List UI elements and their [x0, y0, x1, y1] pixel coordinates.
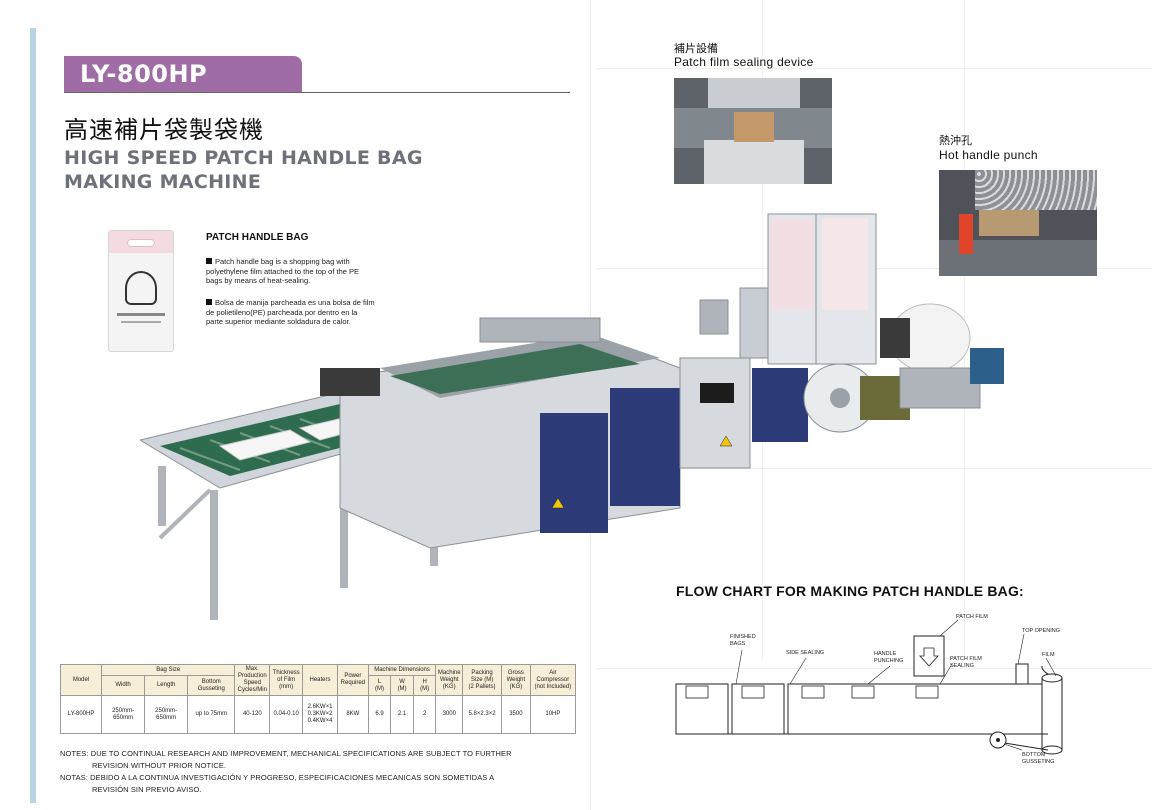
header-bottom: Bottom Gusseting — [187, 675, 236, 696]
label-top-opening: TOP OPENING — [1022, 628, 1060, 634]
label-finished-bags-2: BAGS — [730, 641, 746, 647]
cell-l: 6.9 — [367, 695, 392, 734]
left-accent-bar — [30, 28, 36, 803]
description-spanish: Bolsa de manija parcheada es una bolsa d… — [206, 298, 376, 327]
grid-line — [596, 68, 1152, 69]
header-gross: Gross Weight (KG) — [501, 664, 531, 696]
title-english: HIGH SPEED PATCH HANDLE BAG MAKING MACHI… — [64, 146, 423, 194]
header-weight: Machine Weight (KG) — [435, 664, 464, 696]
photo-detail — [704, 140, 804, 184]
cell-heaters: 2.6KW×1 0.3KW×2 0.4KW×4 — [302, 695, 338, 734]
title-rule — [64, 92, 570, 93]
header-h: H (M) — [412, 675, 437, 696]
photo-detail — [708, 78, 800, 112]
patch-device-photo — [674, 78, 832, 184]
header-heaters: Heaters — [302, 664, 338, 696]
label-bottom-gusseting-1: BOTTOM — [1022, 752, 1046, 758]
label-handle-punching-1: HANDLE — [874, 651, 897, 657]
photo-detail — [979, 210, 1039, 236]
patch-bag-title: PATCH HANDLE BAG — [206, 232, 309, 243]
grid-line — [596, 468, 1152, 469]
cell-width: 250mm-650mm — [101, 695, 146, 734]
header-length: Length — [144, 675, 189, 696]
note-english-line1: NOTES: DUE TO CONTINUAL RESEARCH AND IMP… — [60, 749, 512, 758]
machine-illustration — [140, 213, 1004, 620]
label-patch-film-sealing-1: PATCH FILM — [950, 656, 982, 662]
flow-chart-title: FLOW CHART FOR MAKING PATCH HANDLE BAG: — [676, 583, 1024, 599]
label-bottom-gusseting-2: GUSSETING — [1022, 759, 1054, 765]
cell-weight: 3000 — [435, 695, 464, 734]
header-packing: Packing Size (M) (2 Pallets) — [462, 664, 503, 696]
header-speed: Max. Production Speed Cycles/Min — [234, 664, 271, 696]
description-english: Patch handle bag is a shopping bag with … — [206, 257, 376, 286]
patch-device-label-cn: 補片設備 — [674, 42, 718, 55]
description-english-text: Patch handle bag is a shopping bag with … — [206, 257, 360, 286]
note-spanish-line2: REVISIÓN SIN PREVIO AVISO. — [92, 785, 202, 794]
grid-line — [596, 668, 1152, 669]
patch-bag-photo — [108, 230, 174, 352]
bag-print-line — [117, 313, 165, 316]
note-spanish-line1: NOTAS: DEBIDO A LA CONTINUA INVESTIGACIÓ… — [60, 773, 495, 782]
hot-punch-label-cn: 熱沖孔 — [939, 134, 972, 147]
title-english-line2: MAKING MACHINE — [64, 171, 262, 193]
hot-punch-photo — [939, 170, 1097, 276]
header-air: Air Compressor (not Included) — [529, 664, 577, 696]
model-name: LY-800HP — [80, 60, 208, 88]
cell-model: LY-800HP — [59, 695, 103, 734]
title-english-line1: HIGH SPEED PATCH HANDLE BAG — [64, 147, 423, 169]
photo-detail — [959, 214, 973, 254]
patch-device-label-en: Patch film sealing device — [674, 55, 814, 69]
photo-detail — [734, 112, 774, 142]
bullet-square-icon — [206, 258, 212, 264]
label-film: FILM — [1042, 652, 1055, 658]
cell-w: 2.1 — [390, 695, 414, 734]
description-spanish-text: Bolsa de manija parcheada es una bolsa d… — [206, 298, 375, 327]
header-bag-size: Bag Size — [101, 663, 236, 677]
header-w: W (M) — [390, 675, 414, 696]
cell-gross: 3500 — [501, 695, 531, 734]
header-thickness: Thickness of Film (mm) — [269, 664, 304, 696]
note-english-line2: REVISION WITHOUT PRIOR NOTICE. — [92, 761, 227, 770]
label-patch-film: PATCH FILM — [956, 614, 988, 620]
title-chinese: 高速補片袋製袋機 — [64, 116, 264, 144]
table-row: LY-800HP 250mm-650mm 250mm-650mm up to 7… — [59, 695, 577, 734]
header-width: Width — [101, 675, 146, 696]
flow-chart-diagram: FINISHED BAGS SIDE SEALING HANDLE PUNCHI… — [675, 614, 1063, 765]
header-model: Model — [59, 664, 103, 696]
spec-table: Model Bag Size Max. Production Speed Cyc… — [59, 663, 577, 734]
label-handle-punching-2: PUNCHING — [874, 658, 903, 664]
cell-thickness: 0.04-0.10 — [269, 695, 304, 734]
hot-punch-label-en: Hot handle punch — [939, 148, 1038, 162]
cell-speed: 40-120 — [234, 695, 271, 734]
header-power: Power Required — [336, 664, 369, 696]
bag-handle-hole — [127, 239, 155, 247]
header-dimensions: Machine Dimensions — [367, 663, 437, 677]
label-finished-bags-1: FINISHED — [730, 634, 756, 640]
model-tab — [64, 56, 302, 92]
label-side-sealing: SIDE SEALING — [786, 650, 824, 656]
bullet-square-icon — [206, 299, 212, 305]
cell-h: 2 — [412, 695, 437, 734]
cell-air: 10HP — [529, 695, 577, 734]
bag-logo — [125, 271, 157, 305]
photo-detail — [975, 170, 1097, 210]
label-patch-film-sealing-2: SEALING — [950, 663, 974, 669]
bag-print-line — [121, 321, 161, 323]
cell-power: 8KW — [336, 695, 369, 734]
cell-length: 250mm-650mm — [144, 695, 189, 734]
cell-packing: 5.8×2.3×2 — [462, 695, 503, 734]
cell-bottom: up to 75mm — [187, 695, 236, 734]
header-l: L (M) — [367, 675, 392, 696]
